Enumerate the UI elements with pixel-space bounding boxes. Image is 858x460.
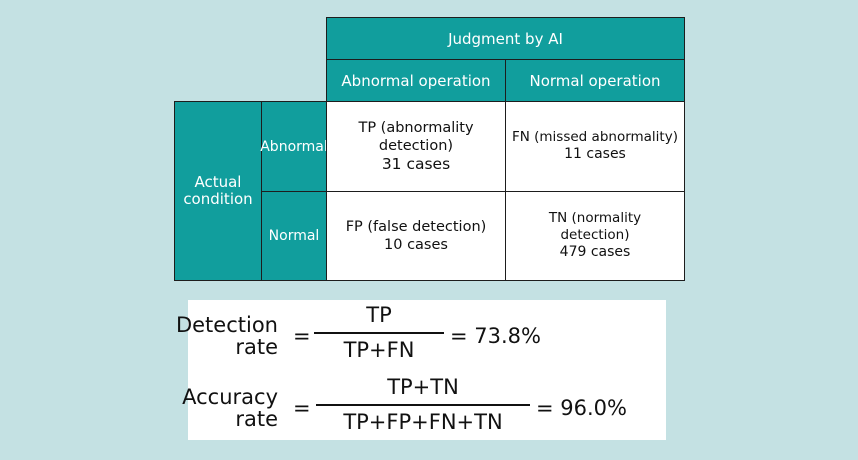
cell-true-positive-line-1: TP (abnormality xyxy=(358,119,474,136)
detection-rate-fraction-bar xyxy=(314,332,444,334)
row-group-header: Actual condition xyxy=(174,101,262,281)
detection-rate-equals: = xyxy=(293,324,311,348)
cell-true-positive: TP (abnormality detection) 31 cases xyxy=(326,101,506,192)
row-header-normal: Normal xyxy=(261,191,327,281)
accuracy-rate-formula: Accuracy rate = TP+TN TP+FP+FN+TN = 96.0… xyxy=(182,375,666,443)
detection-rate-denominator: TP+FN xyxy=(343,338,415,362)
detection-rate-result: = 73.8% xyxy=(450,324,541,348)
detection-rate-label-line-2: rate xyxy=(235,335,278,360)
accuracy-rate-result: = 96.0% xyxy=(536,396,627,420)
column-header-normal-operation: Normal operation xyxy=(505,59,685,102)
row-group-header-line-2: condition xyxy=(183,190,253,208)
detection-rate-formula: Detection rate = TP TP+FN = 73.8% xyxy=(176,303,666,371)
row-header-normal-text: Normal xyxy=(268,228,320,244)
row-header-abnormal-text: Abnormal xyxy=(260,138,328,155)
cell-true-negative-line-2: detection) xyxy=(560,227,630,244)
accuracy-rate-fraction-bar xyxy=(316,404,530,406)
cell-false-positive-line-1: FP (false detection) xyxy=(345,218,487,235)
column-group-header: Judgment by AI xyxy=(326,17,685,60)
cell-true-positive-line-2: detection) xyxy=(378,137,454,154)
cell-false-negative: FN (missed abnormality) 11 cases xyxy=(505,101,685,192)
cell-false-negative-line-1: FN (missed abnormality) xyxy=(511,129,678,146)
cell-true-negative-line-1: TN (normality xyxy=(548,210,642,227)
detection-rate-label: Detection rate xyxy=(176,314,278,358)
cell-true-negative: TN (normality detection) 479 cases xyxy=(505,191,685,281)
row-header-abnormal: Abnormal xyxy=(260,101,328,192)
column-group-header-text: Judgment by AI xyxy=(448,29,563,48)
column-header-abnormal-operation: Abnormal operation xyxy=(326,59,506,102)
cell-false-positive: FP (false detection) 10 cases xyxy=(326,191,506,281)
accuracy-rate-label-line-2: rate xyxy=(235,407,278,432)
row-group-header-line-1: Actual xyxy=(194,172,242,191)
column-header-normal-operation-text: Normal operation xyxy=(529,71,661,90)
formula-panel: Detection rate = TP TP+FN = 73.8% Accura… xyxy=(176,300,666,443)
column-header-abnormal-operation-text: Abnormal operation xyxy=(341,71,491,90)
accuracy-rate-label: Accuracy rate xyxy=(182,386,278,430)
cell-false-negative-count: 11 cases xyxy=(564,146,626,163)
accuracy-rate-denominator: TP+FP+FN+TN xyxy=(343,410,503,434)
cell-false-positive-count: 10 cases xyxy=(384,237,448,253)
cell-true-negative-count: 479 cases xyxy=(559,244,631,261)
detection-rate-numerator: TP xyxy=(366,303,392,327)
accuracy-rate-label-line-1: Accuracy xyxy=(182,385,278,409)
accuracy-rate-equals: = xyxy=(293,396,311,420)
accuracy-rate-numerator: TP+TN xyxy=(387,375,459,399)
detection-rate-label-line-1: Detection xyxy=(175,313,278,337)
cell-true-positive-count: 31 cases xyxy=(381,154,451,173)
